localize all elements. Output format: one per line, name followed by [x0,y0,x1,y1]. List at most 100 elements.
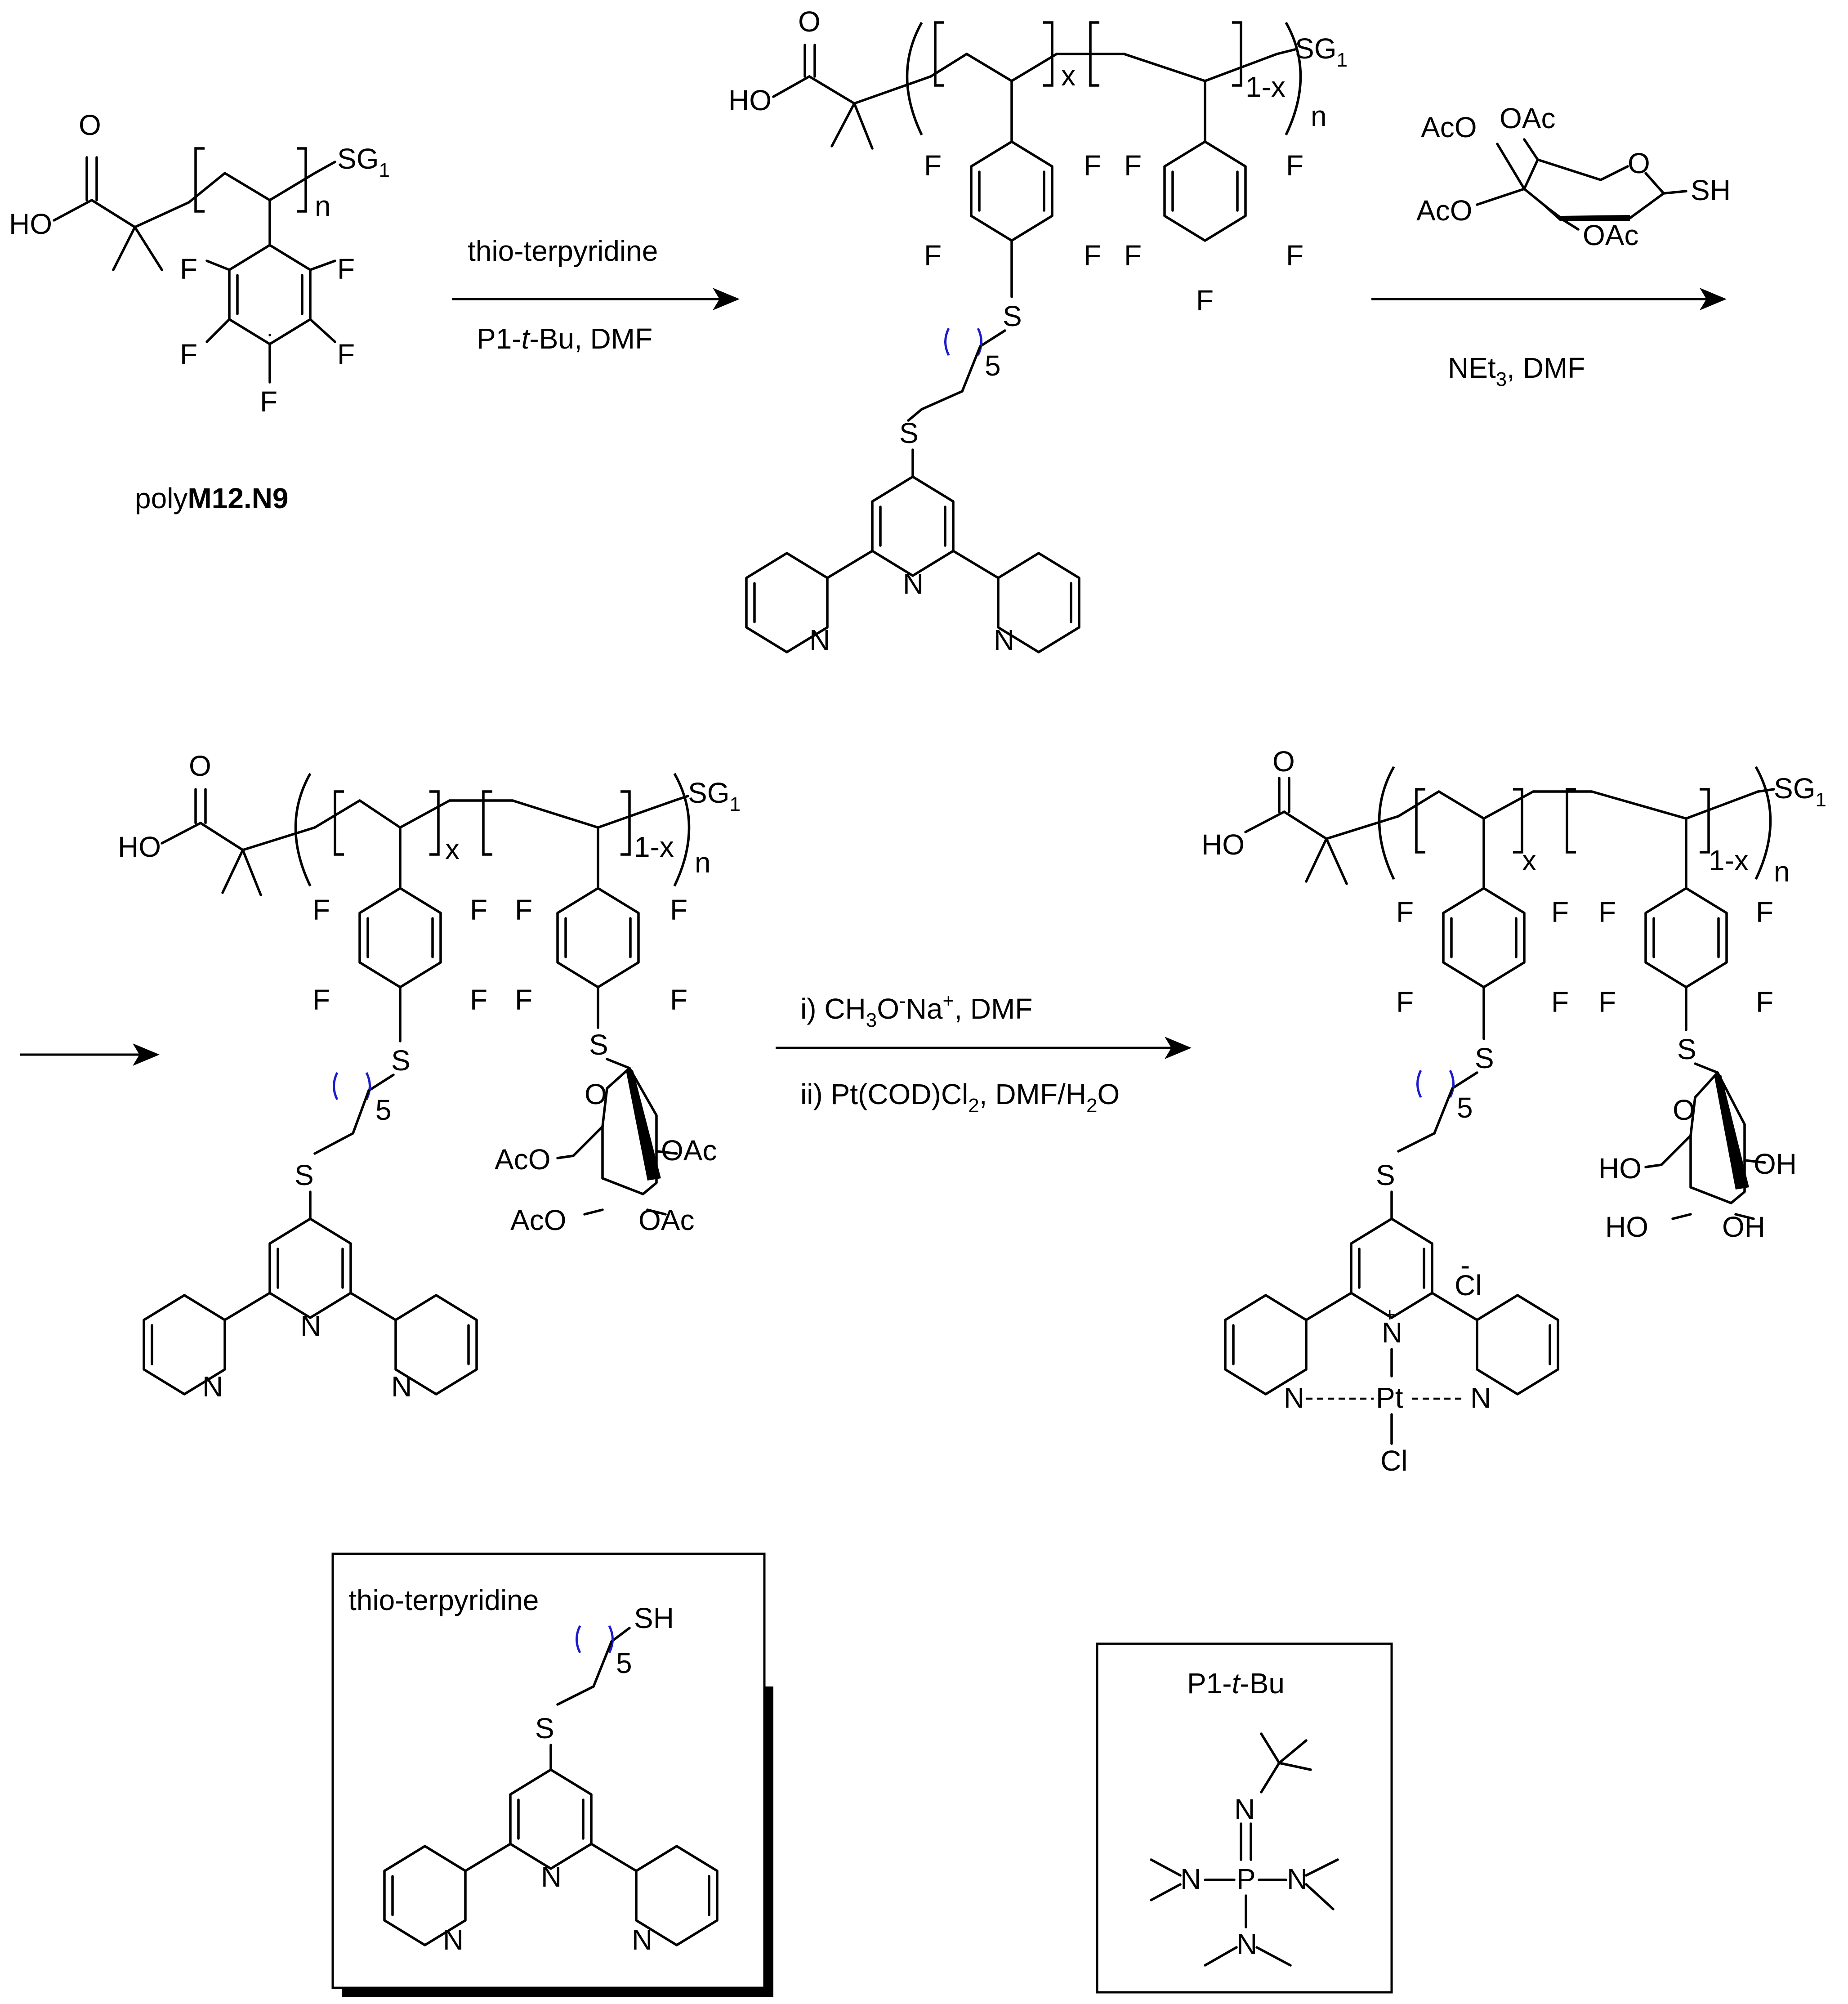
bond [606,1058,631,1069]
bond [1397,790,1440,818]
nitrogen: N [300,1310,321,1342]
bond [965,53,1013,82]
close-parenthesis [1754,766,1772,880]
fluorine: F [260,385,277,418]
close-parenthesis [1285,22,1302,136]
plus-charge: + [1384,1304,1396,1326]
bond [1204,1946,1238,1967]
bond [199,822,244,851]
fluorine: F [337,253,355,285]
bond [1010,53,1058,82]
carbonyl-oxygen: O [1272,745,1295,778]
sugar-substituent: HO [1605,1211,1648,1243]
box-shadow [764,1686,773,1997]
left-pyridine-ring [1224,1294,1308,1396]
step3-condition-1: i) CH3O-Na+, DMF [800,990,1032,1031]
tetrafluorophenyl-ring [358,887,442,989]
repeat-n: n [315,190,331,222]
fluorine: F [1124,239,1142,272]
close-bracket [429,790,440,856]
bond [309,259,336,271]
fluorine: F [1396,986,1414,1018]
close-bracket [1700,788,1710,854]
fluorine: F [924,149,942,182]
fluorine: F [515,984,532,1016]
sugar-wedge [1524,189,1630,221]
close-bracket [1043,21,1053,87]
chain-count: 5 [616,1647,632,1679]
bond [1694,1062,1719,1074]
end-group: SG1 [1774,772,1826,811]
bond [161,822,202,845]
fluorine: F [470,984,487,1016]
bond [1496,143,1526,190]
fluorine: F [1551,986,1569,1018]
repeat-n: n [695,846,711,879]
left-pyridine-ring [143,1294,226,1396]
bond [1278,1762,1312,1771]
bond [1662,190,1687,195]
sugar-substituent: HO [1598,1152,1642,1185]
bond [1305,1292,1353,1321]
bond [241,826,316,851]
sugar-wedge [1714,1075,1749,1190]
inset-thioterpyridine: thio-terpyridine SH 5 S N N N [331,1552,773,1997]
fluorine: F [1756,896,1773,928]
nitrogen: N [809,624,830,656]
sugar-substituent: OAc [1500,102,1555,134]
close-bracket [297,147,307,213]
bond [1757,788,1775,793]
fluorine: F [337,338,355,371]
platinum: Pt [1376,1382,1403,1414]
open-parenthesis [906,22,923,136]
tetrafluorophenyl-ring [970,140,1053,242]
fluorine: F [1756,986,1773,1018]
bond [367,1074,395,1092]
bond [1671,1213,1692,1220]
bond [313,799,361,829]
intermediate-2: O HO x 1-x n SG1 F F F F S [118,750,741,1403]
bond [1590,790,1687,820]
sugar-ring [1523,138,1629,181]
bond [1123,53,1206,82]
bond [1260,1762,1281,1794]
acid-hydroxyl: HO [118,831,161,863]
close-bracket [620,790,631,856]
intermediate-1: O HO x 1-x n SG1 F F F F S [728,5,1348,656]
acid-hydroxyl: HO [728,84,772,116]
fluorine: F [670,894,687,926]
open-bracket [934,21,944,87]
left-pyridine-ring [383,1845,467,1946]
bond [241,849,262,896]
sulfur: S [1376,1159,1395,1191]
open-parenthesis [294,773,312,887]
step3-arrow-group: i) CH3O-Na+, DMF ii) Pt(COD)Cl2, DMF/H2O [776,990,1192,1117]
phosphorus: P [1236,1863,1256,1895]
fluorine: F [1196,284,1214,317]
fluorine: F [180,253,197,285]
amine-nitrogen: N [1180,1863,1201,1895]
sulfur: S [1475,1042,1494,1074]
bond [920,390,964,411]
left-pyridine-ring [745,552,829,653]
sugar-substituent: AcO [495,1143,550,1176]
chain-paren-close [608,1625,614,1654]
bond [655,1150,678,1155]
bond [1260,1732,1281,1764]
pentafluorophenyl-ring [228,244,312,345]
chain-paren-close [977,327,982,356]
fluorine: F [180,338,197,371]
product: O HO x 1-x n SG1 F F F F S [1201,745,1826,1477]
bond [556,1154,575,1159]
tetrafluorophenyl-ring [1644,887,1728,989]
bond [268,172,316,201]
bond [1451,1071,1478,1090]
chain-count: 5 [375,1094,392,1126]
bond [929,53,968,78]
fluorine: F [1084,149,1101,182]
bond [592,1640,613,1688]
bond [673,795,689,802]
central-pyridine-ring [509,1768,593,1870]
sulfur: S [899,417,919,449]
